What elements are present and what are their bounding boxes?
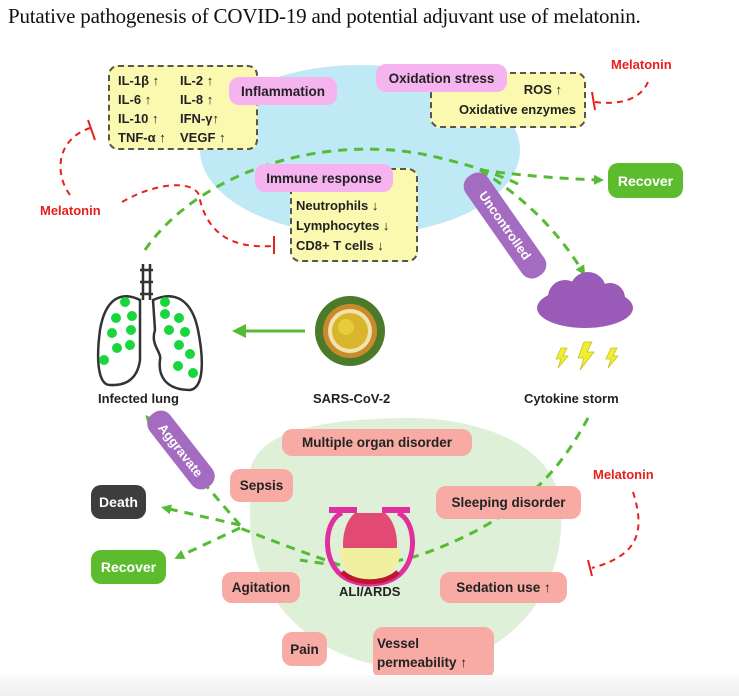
recover-top-badge: Recover: [608, 163, 683, 198]
multiple-organ-disorder-label: Multiple organ disorder: [282, 429, 472, 456]
arrow-to-death: [161, 504, 241, 527]
marker-lymphocytes: Lymphocytes ↓: [296, 218, 390, 233]
lung-icon: [96, 264, 203, 392]
figure-title: Putative pathogenesis of COVID-19 and po…: [8, 4, 641, 28]
marker-cd8-t-cells: CD8+ T cells ↓: [296, 238, 384, 253]
oxidation-stress-label: Oxidation stress: [376, 64, 507, 92]
sleeping-disorder-label: Sleeping disorder: [436, 486, 581, 519]
marker-il2: IL-2 ↑: [180, 73, 214, 88]
cytokine-storm-label: Cytokine storm: [524, 391, 619, 406]
sars-cov-2-icon: [315, 296, 385, 366]
inflammation-markers-col1: IL-1β ↑ IL-6 ↑ IL-10 ↑ TNF-α ↑: [118, 71, 166, 147]
melatonin-label-left: Melatonin: [40, 203, 101, 218]
marker-il6: IL-6 ↑: [118, 92, 152, 107]
arrow-to-recover-bottom: [174, 526, 241, 559]
vessel-text: Vessel: [377, 636, 420, 651]
marker-il10: IL-10 ↑: [118, 111, 159, 126]
marker-ifng: IFN-γ↑: [180, 111, 219, 126]
sars-cov-2-label: SARS-CoV-2: [313, 391, 391, 406]
arrow-to-cytokine-storm: [479, 168, 586, 276]
inhibit-bar-oxidation: [591, 91, 596, 111]
ali-ards-label: ALI/ARDS: [339, 584, 401, 599]
marker-il8: IL-8 ↑: [180, 92, 214, 107]
marker-neutrophils: Neutrophils ↓: [296, 198, 379, 213]
agitation-label: Agitation: [222, 572, 300, 603]
melatonin-inhibit-immune: [121, 184, 273, 248]
melatonin-inhibit-sleep: [591, 491, 640, 569]
marker-oxidative-enzymes: Oxidative enzymes: [458, 102, 576, 117]
sepsis-label: Sepsis: [230, 469, 293, 502]
pain-label: Pain: [282, 632, 327, 666]
recover-bottom-badge: Recover: [91, 550, 166, 584]
inflammation-label: Inflammation: [229, 77, 337, 105]
alveolus-icon: [324, 507, 416, 587]
melatonin-inhibit-oxidation: [594, 81, 649, 104]
sedation-use-label: Sedation use ↑: [440, 572, 567, 603]
ards-to-center-curve: [239, 526, 341, 567]
inhibit-bar-sleep: [587, 559, 593, 577]
cytokine-cloud-icon: [537, 272, 633, 328]
lung-infection-dots: [99, 297, 198, 378]
inflammation-markers-col2: IL-2 ↑ IL-8 ↑ IFN-γ↑ VEGF ↑: [180, 71, 226, 147]
immune-response-label: Immune response: [255, 164, 393, 192]
marker-tnfa: TNF-α ↑: [118, 130, 166, 145]
green-background-blob: [250, 417, 562, 669]
lightning-icon: [555, 341, 619, 371]
bottom-fade-bar: [0, 675, 739, 696]
infected-lung-label: Infected lung: [98, 391, 179, 406]
marker-ros: ROS ↑: [523, 82, 562, 97]
marker-vegf: VEGF ↑: [180, 130, 226, 145]
death-badge: Death: [91, 485, 146, 519]
melatonin-inhibit-inflammation: [59, 127, 91, 196]
permeability-text: permeability ↑: [377, 655, 468, 670]
vessel-permeability-label: Vessel permeability ↑: [373, 627, 494, 679]
marker-il1b: IL-1β ↑: [118, 73, 160, 88]
melatonin-label-bottom-right: Melatonin: [593, 467, 654, 482]
inhibit-bar-inflammation: [87, 119, 96, 141]
melatonin-label-top-right: Melatonin: [611, 57, 672, 72]
